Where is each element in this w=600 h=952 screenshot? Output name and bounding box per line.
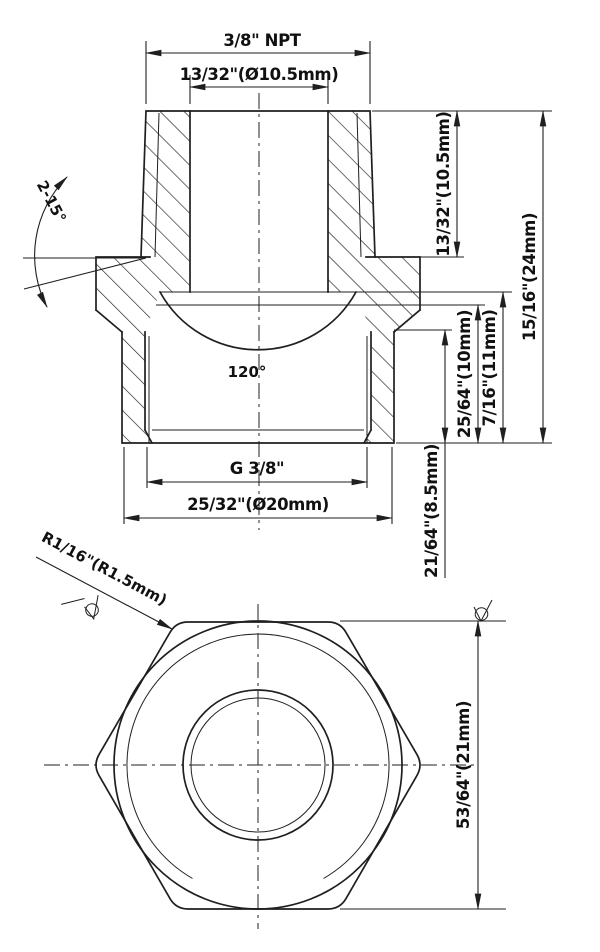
- dim-female-thread: G 3/8": [145, 447, 369, 488]
- surface-finish-icon: [473, 599, 493, 623]
- female-thread-major-lines: [148, 336, 368, 443]
- dim-overall-height: 15/16"(24mm): [520, 109, 547, 445]
- socket-depth-label: 7/16"(11mm): [480, 309, 499, 426]
- hatch-left-wall: [96, 111, 190, 443]
- dim-top-bore: 13/32"(Ø10.5mm): [180, 65, 339, 104]
- section-view: 3/8" NPT 13/32"(Ø10.5mm) 13/32"(10.5mm) …: [23, 31, 552, 578]
- seat-angle-label: 120°: [228, 363, 267, 381]
- counterbore-depth-label: 21/64"(8.5mm): [422, 444, 441, 578]
- seat-cone-arc: [158, 290, 358, 351]
- dim-npt: 3/8" NPT: [144, 31, 372, 104]
- corner-radius-leader: R1/16"(R1.5mm): [35, 528, 173, 630]
- thread-depth-full-label: 25/64"(10mm): [455, 310, 474, 438]
- hatch-right-wall: [328, 111, 420, 443]
- end-view: 53/64"(21mm) R1/16"(R1.5mm): [35, 528, 506, 929]
- surface-finish-icon: [61, 595, 99, 621]
- male-thread-length-label: 13/32"(10.5mm): [434, 111, 453, 256]
- across-flats-label: 53/64"(21mm): [454, 701, 473, 829]
- taper-angle-label: 2-15°: [33, 178, 70, 226]
- hex-outline: [95, 621, 421, 910]
- dim-thread-depth-full: 25/64"(10mm): [455, 303, 482, 445]
- female-thread-label: G 3/8": [230, 459, 284, 478]
- dim-counterbore-depth: 21/64"(8.5mm): [422, 328, 449, 578]
- overall-height-label: 15/16"(24mm): [520, 213, 539, 341]
- male-thread-root-lines: [154, 112, 362, 258]
- male-thread-profile: [140, 110, 376, 258]
- female-thread-minor-lines: [143, 331, 373, 445]
- bore-lines: [189, 110, 329, 293]
- flange-profile: [94, 256, 422, 334]
- dim-socket-depth: 7/16"(11mm): [480, 290, 507, 445]
- npt-label: 3/8" NPT: [223, 31, 301, 50]
- dim-across-flats: 53/64"(21mm): [340, 619, 506, 911]
- top-bore-label: 13/32"(Ø10.5mm): [180, 65, 339, 84]
- dim-outer-diameter: 25/32"(Ø20mm): [122, 447, 394, 524]
- outer-diameter-label: 25/32"(Ø20mm): [187, 495, 329, 514]
- dim-male-thread-length: 13/32"(10.5mm): [434, 109, 461, 259]
- socket-profile: [121, 331, 395, 444]
